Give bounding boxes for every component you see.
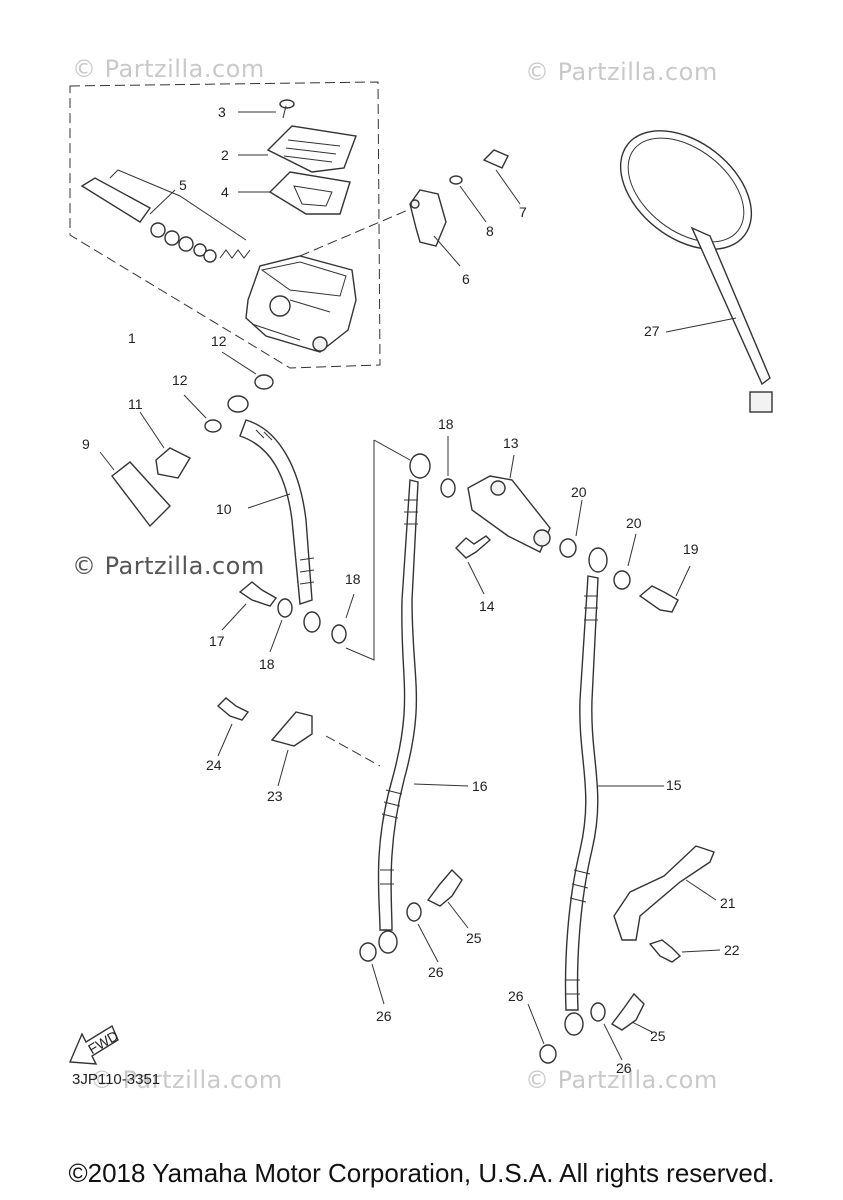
reservoir-cap-part-2: [238, 125, 357, 173]
callout: 2: [221, 147, 229, 163]
bolt-part-17: [221, 581, 278, 631]
callout: 26: [508, 988, 524, 1004]
washer-part-18c: [440, 436, 456, 498]
bolt-part-25a: [426, 868, 469, 929]
callout: 7: [519, 204, 527, 220]
washer-part-12b: [183, 394, 222, 433]
callout: 22: [724, 942, 740, 958]
watermark-middle: © Partzilla.com: [72, 552, 265, 580]
watermark-top-left: © Partzilla.com: [72, 55, 265, 83]
watermark-top-right: © Partzilla.com: [525, 58, 718, 86]
washer-part-26a: [406, 902, 439, 963]
brake-hose-part-15: [564, 547, 664, 1036]
assembly-boundary: [69, 81, 381, 369]
copyright-notice: ©2018 Yamaha Motor Corporation, U.S.A. A…: [68, 1158, 775, 1188]
bolt-part-22: [648, 939, 721, 963]
washer-part-20b: [613, 533, 637, 590]
forward-arrow-icon: FWD: [68, 1024, 121, 1065]
union-bolt-part-11: [139, 411, 191, 479]
piston-kit-part-5: [80, 169, 251, 263]
bolt-part-25b: [610, 992, 653, 1033]
callout: 14: [479, 598, 495, 614]
bracket-part-21: [613, 845, 717, 941]
callout: 5: [179, 177, 187, 193]
bolt-part-24: [216, 697, 250, 757]
washer-part-8: [449, 175, 487, 223]
callout: 21: [720, 895, 736, 911]
callout: 18: [259, 656, 275, 672]
callout: 20: [571, 484, 587, 500]
bolt-part-14: [455, 535, 492, 595]
callout: 15: [666, 777, 682, 793]
clamp-part-6: [409, 189, 461, 267]
diagram-code: 3JP110-3351: [72, 1071, 161, 1088]
callout: 23: [267, 788, 283, 804]
washer-part-12a: [221, 351, 274, 390]
callout: 26: [616, 1060, 632, 1076]
callout: 27: [644, 323, 660, 339]
callout: 11: [128, 396, 143, 412]
callout: 16: [472, 778, 488, 794]
callout: 18: [345, 571, 361, 587]
callout: 19: [683, 541, 699, 557]
brake-hose-part-16: [377, 453, 469, 954]
callout: 18: [438, 416, 454, 432]
callout: 9: [82, 436, 90, 452]
callout: 26: [376, 1008, 392, 1024]
callout: 24: [206, 757, 222, 773]
washer-part-26c: [590, 1002, 623, 1061]
callout: 26: [428, 964, 444, 980]
callout: 4: [221, 184, 229, 200]
cap-part-9: [99, 451, 171, 528]
callout: 17: [209, 633, 225, 649]
brake-joint-part-13: [467, 454, 551, 553]
callout: 13: [503, 435, 519, 451]
callout: 20: [626, 515, 642, 531]
callout: 1: [128, 330, 136, 346]
callout: 25: [650, 1028, 666, 1044]
callout: 8: [486, 223, 494, 239]
brake-hose-part-10: [227, 395, 321, 633]
callout-labels: 1 2 3 4 5 6 7 8 9 10 11 12 12 13 14 15 1…: [82, 104, 740, 1076]
hose-clamp-part-23: [270, 711, 381, 787]
callout: 10: [216, 501, 232, 517]
washer-part-26d: [527, 1003, 557, 1064]
mirror-part-27: [619, 130, 773, 413]
screw-part-3: [238, 99, 295, 119]
washer-part-18a: [269, 598, 293, 653]
callout: 3: [218, 104, 226, 120]
callout: 6: [462, 271, 470, 287]
watermark-bottom-left: © Partzilla.com: [90, 1066, 283, 1094]
watermark-bottom-right: © Partzilla.com: [525, 1066, 718, 1094]
union-bolt-part-19: [638, 565, 691, 613]
washer-part-26b: [359, 942, 385, 1005]
callout: 12: [211, 333, 227, 349]
washer-part-20a: [559, 499, 583, 558]
callout: 25: [466, 930, 482, 946]
washer-part-18b: [331, 593, 355, 644]
master-cylinder-part-1: [245, 209, 409, 353]
diaphragm-part-4: [238, 171, 351, 215]
hose-group-bracket: [345, 439, 411, 661]
bolt-part-7: [482, 149, 521, 205]
callout: 12: [172, 372, 188, 388]
